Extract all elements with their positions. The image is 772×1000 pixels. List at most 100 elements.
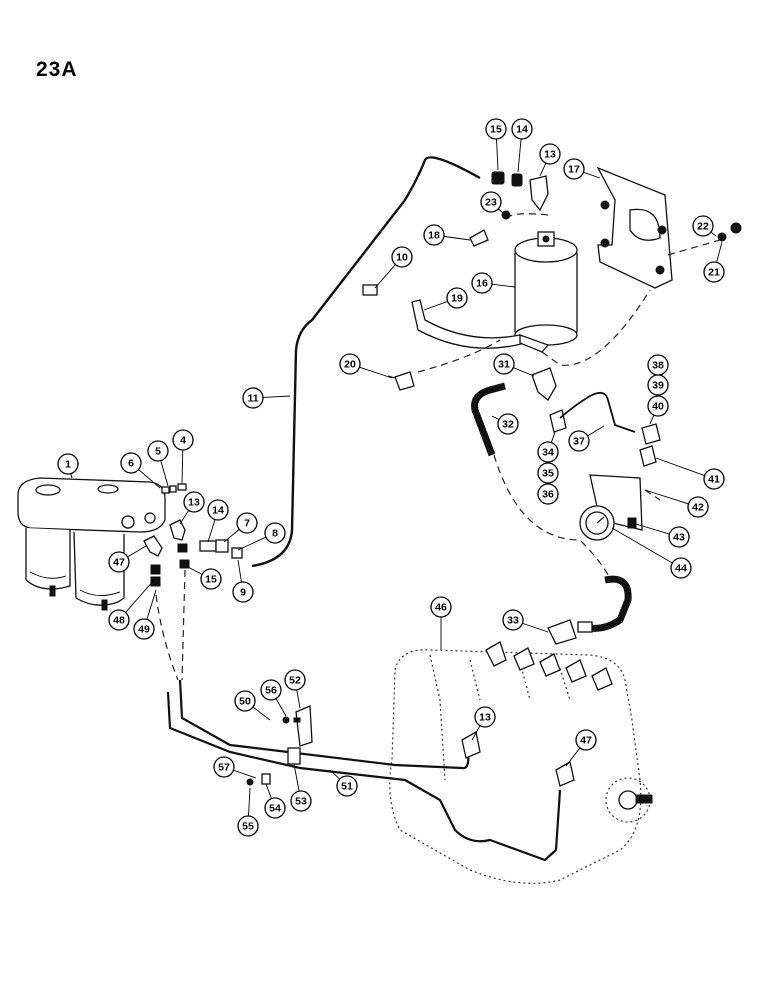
- callout-circle: [183, 491, 205, 513]
- callout-leader: [237, 536, 267, 551]
- callout-number: 15: [205, 574, 217, 586]
- callout-c6: 6: [120, 452, 161, 489]
- callout-circle: [537, 483, 559, 505]
- injection-pump-46: [389, 641, 653, 884]
- callout-c37: 37: [568, 425, 605, 452]
- callout-c54: 54: [264, 783, 286, 819]
- callout-circle: [647, 395, 669, 417]
- callout-circle: [575, 729, 597, 751]
- callout-leader: [185, 565, 203, 575]
- callout-c43: 43: [635, 523, 690, 548]
- callout-leader: [237, 559, 242, 583]
- callout-labels: 1456789101113141513141516171819202122233…: [57, 118, 725, 837]
- callout-c48: 48: [108, 579, 155, 631]
- callout-circle: [670, 557, 692, 579]
- callout-c55: 55: [237, 787, 259, 837]
- callout-leader: [252, 706, 271, 721]
- callout-c23: 23: [480, 191, 505, 215]
- callout-leader: [513, 367, 535, 377]
- callout-number: 41: [708, 474, 720, 486]
- callout-c13c: 13: [471, 706, 496, 741]
- callout-number: 18: [428, 230, 440, 242]
- callout-c14a: 14: [511, 118, 533, 173]
- callout-c56: 56: [260, 679, 287, 717]
- callout-c22: 22: [692, 215, 717, 237]
- callout-number: 55: [242, 821, 254, 833]
- callout-leader: [583, 171, 601, 179]
- callout-number: 14: [516, 124, 528, 136]
- callout-number: 50: [239, 696, 251, 708]
- callout-circle: [284, 669, 306, 691]
- callout-circle: [568, 430, 590, 452]
- callout-circle: [485, 118, 507, 140]
- callout-number: 47: [580, 735, 592, 747]
- callout-number: 31: [498, 359, 510, 371]
- callout-circle: [539, 143, 561, 165]
- callout-circle: [493, 353, 515, 375]
- fuel-line-11: [251, 156, 481, 568]
- callout-leader: [248, 787, 251, 817]
- callout-leader: [265, 783, 272, 799]
- callout-number: 15: [490, 124, 502, 136]
- callout-c18: 18: [423, 224, 471, 246]
- callout-number: 53: [295, 796, 307, 808]
- callout-c11: 11: [242, 387, 291, 409]
- callout-circle: [537, 441, 559, 463]
- callout-leader: [146, 589, 157, 620]
- callout-number: 10: [396, 252, 408, 264]
- callout-number: 46: [435, 602, 447, 614]
- callout-c13a: 13: [539, 143, 561, 177]
- callout-circle: [497, 413, 519, 435]
- callout-leader: [223, 529, 240, 543]
- callout-number: 8: [272, 528, 278, 540]
- callout-leader: [635, 523, 670, 535]
- callout-circle: [242, 387, 264, 409]
- callout-number: 5: [155, 446, 161, 458]
- callout-c44: 44: [611, 527, 692, 579]
- callout-number: 49: [138, 624, 150, 636]
- callout-circle: [234, 690, 256, 712]
- callout-c57: 57: [213, 756, 257, 779]
- callout-number: 7: [244, 518, 250, 530]
- callout-circle: [511, 118, 533, 140]
- callout-number: 4: [180, 435, 186, 447]
- callout-number: 20: [344, 359, 356, 371]
- callout-c33: 33: [502, 609, 549, 633]
- callout-leader: [491, 283, 516, 288]
- callout-circle: [108, 609, 130, 631]
- callout-number: 9: [240, 587, 246, 599]
- callout-leader: [207, 519, 216, 543]
- callout-circle: [207, 499, 229, 521]
- callout-c49: 49: [133, 589, 157, 640]
- callout-number: 54: [269, 803, 281, 815]
- callout-number: 19: [451, 293, 463, 305]
- callout-circle: [237, 815, 259, 837]
- callout-c13b: 13: [179, 491, 205, 525]
- callout-leader: [565, 747, 581, 767]
- gauge-fittings: [531, 367, 661, 645]
- fuel-filter-assembly: [17, 477, 166, 611]
- callout-c5: 5: [147, 440, 169, 487]
- callout-leader: [649, 414, 655, 425]
- callout-circle: [172, 429, 194, 451]
- callout-leader: [329, 769, 341, 780]
- callout-circle: [200, 568, 222, 590]
- callout-circle: [213, 756, 235, 778]
- callout-c36: 36: [537, 483, 559, 505]
- callout-c4: 4: [172, 429, 194, 485]
- callout-number: 33: [507, 615, 519, 627]
- callout-c10: 10: [374, 246, 413, 289]
- callout-leader: [496, 138, 499, 171]
- callout-number: 34: [542, 447, 554, 459]
- callout-number: 36: [542, 489, 554, 501]
- callout-number: 52: [289, 675, 301, 687]
- callout-leader: [539, 162, 547, 177]
- callout-c8: 8: [237, 522, 286, 551]
- callout-circle: [423, 224, 445, 246]
- callout-number: 1: [65, 459, 71, 471]
- callout-circle: [147, 440, 169, 462]
- callout-circle: [474, 706, 496, 728]
- callout-c15b: 15: [185, 565, 222, 590]
- callout-leader: [710, 231, 717, 237]
- callout-number: 35: [542, 468, 554, 480]
